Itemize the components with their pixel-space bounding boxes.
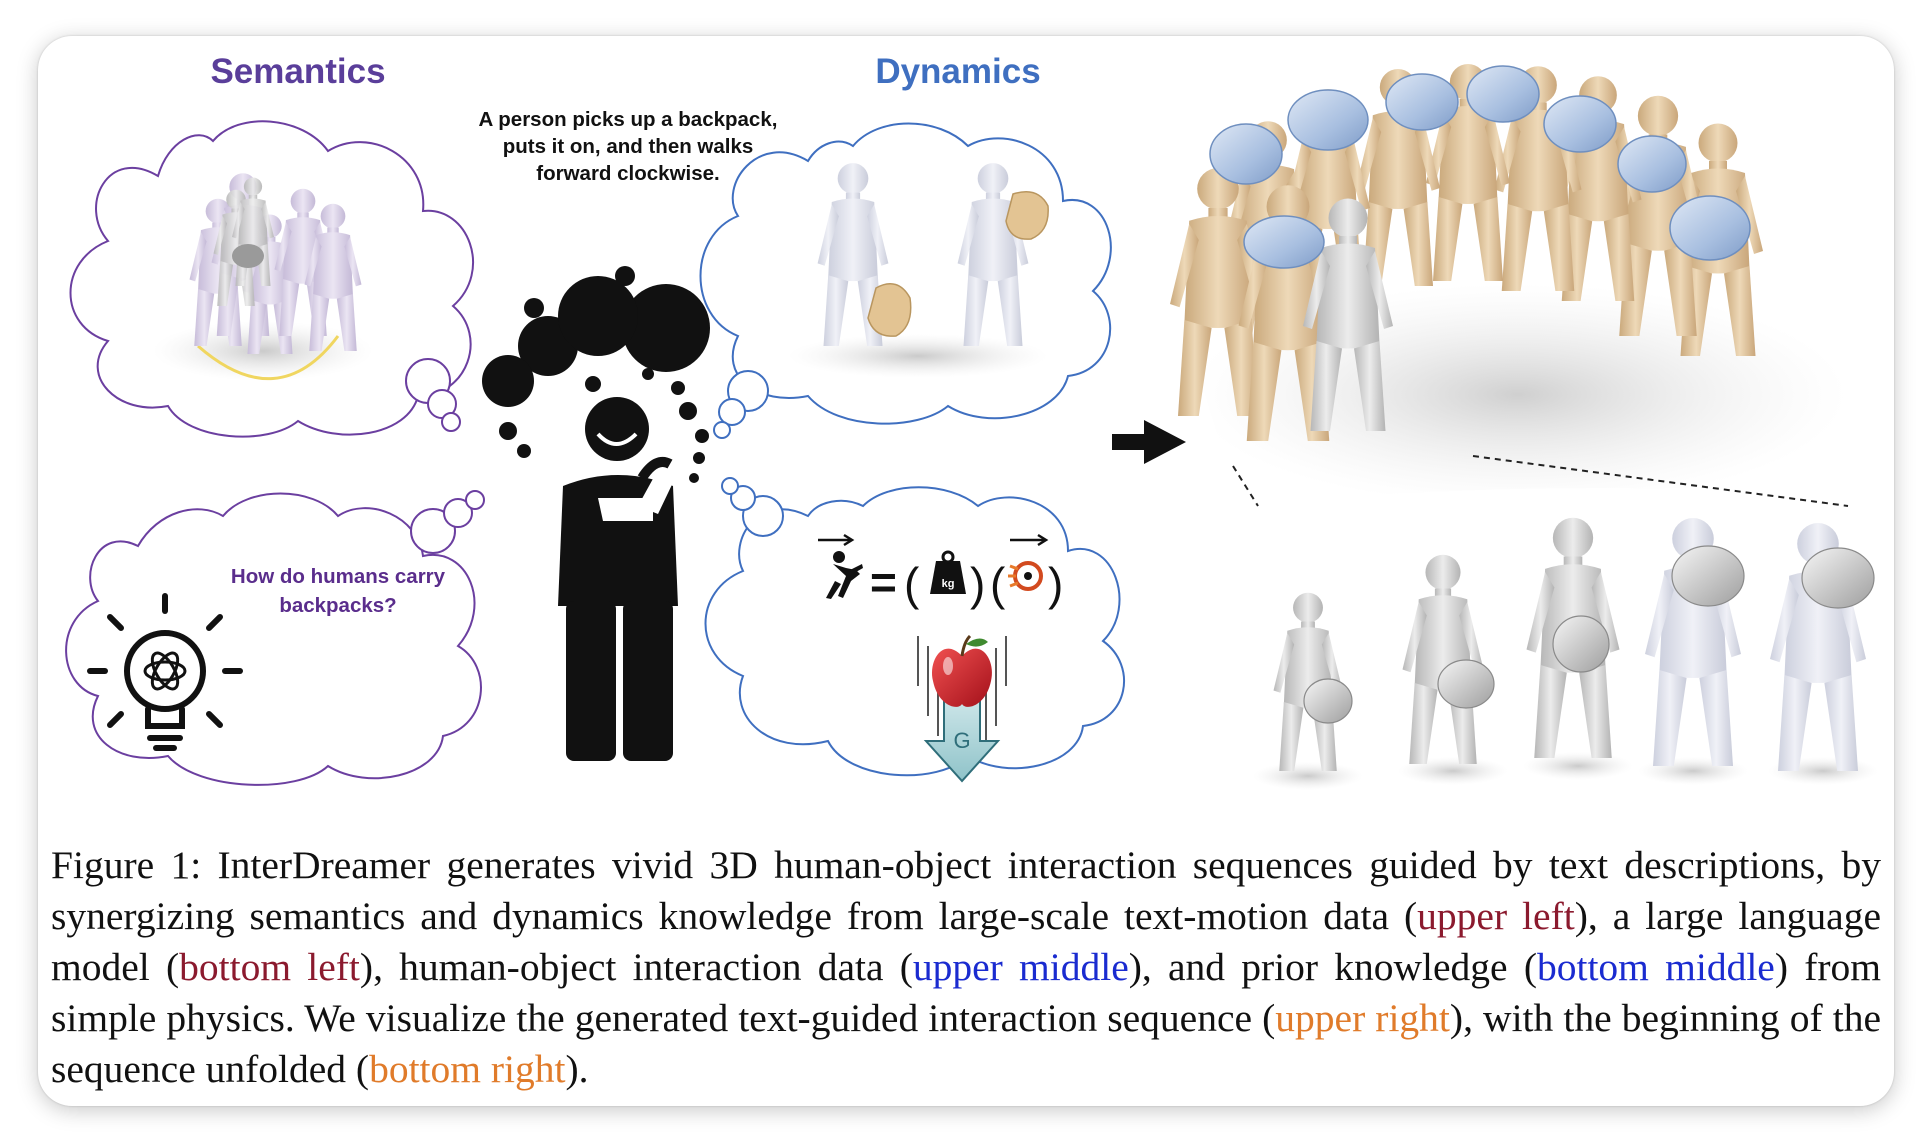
figure-card: = ( kg ) ( ) xyxy=(38,36,1894,1106)
gravity-illustration: G xyxy=(917,634,1007,783)
generated-sequence-render xyxy=(1170,64,1849,507)
weight-icon: kg xyxy=(930,550,966,594)
highlight-upper-left: upper left xyxy=(1417,894,1575,938)
svg-text:(: ( xyxy=(990,558,1006,610)
acceleration-icon xyxy=(1008,533,1049,591)
svg-text:(: ( xyxy=(904,558,920,610)
llm-question: How do humans carry backpacks? xyxy=(230,565,446,617)
svg-text:): ) xyxy=(1048,558,1063,610)
figure-illustration: = ( kg ) ( ) xyxy=(38,36,1894,816)
arrow-right-icon xyxy=(1112,420,1186,464)
highlight-upper-middle: upper middle xyxy=(912,945,1129,989)
mass-unit-text: kg xyxy=(942,578,955,590)
gravity-symbol: G xyxy=(953,728,970,753)
text-prompt: A person picks up a backpack, puts it on… xyxy=(478,108,778,185)
caption-label: Figure 1: xyxy=(51,843,202,887)
highlight-bottom-right: bottom right xyxy=(369,1047,566,1091)
highlight-bottom-left: bottom left xyxy=(179,945,360,989)
dynamics-hoi-render xyxy=(788,163,1049,378)
figure-graphics: = ( kg ) ( ) xyxy=(65,64,1878,790)
semantics-motion-render xyxy=(153,173,373,381)
highlight-bottom-middle: bottom middle xyxy=(1536,945,1775,989)
pushing-person-icon xyxy=(818,533,863,599)
figure-caption: Figure 1: InterDreamer generates vivid 3… xyxy=(51,843,1882,1091)
dynamics-heading: Dynamics xyxy=(875,52,1041,91)
apple-icon xyxy=(932,634,992,707)
semantics-heading: Semantics xyxy=(210,52,386,91)
svg-text:): ) xyxy=(970,558,985,610)
highlight-upper-right: upper right xyxy=(1275,996,1450,1040)
lightbulb-ai-icon xyxy=(87,593,243,751)
thinking-person-icon xyxy=(482,266,710,761)
svg-text:=: = xyxy=(870,556,897,608)
newton-equation: = ( kg ) ( ) xyxy=(818,533,1063,610)
llm-thought-cloud xyxy=(65,490,485,786)
physics-thought-cloud xyxy=(704,477,1125,777)
unfolded-sequence-render xyxy=(1253,517,1878,790)
